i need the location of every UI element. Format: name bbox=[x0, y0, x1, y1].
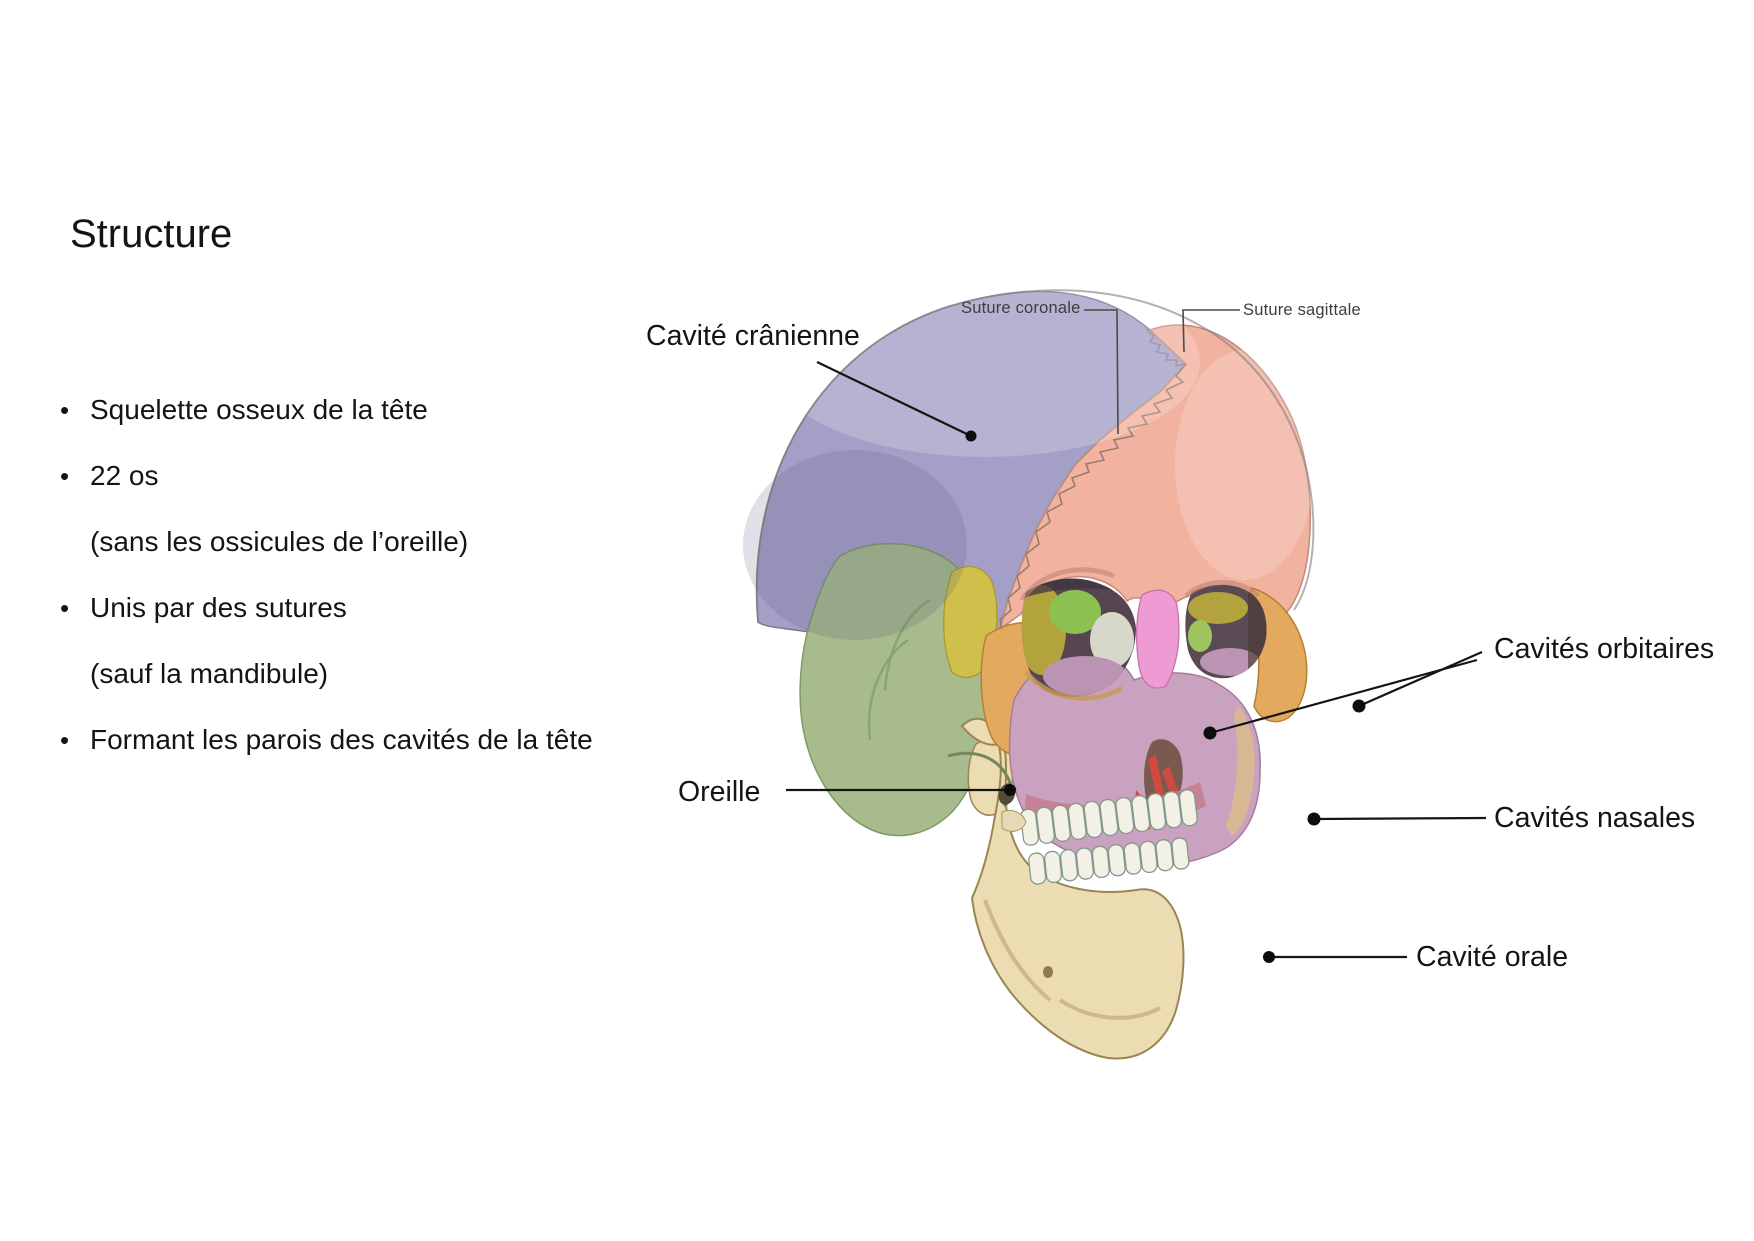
dot-nasales bbox=[1307, 812, 1321, 826]
brow-ridges bbox=[1019, 567, 1260, 602]
label-cavites-orbitaires: Cavités orbitaires bbox=[1494, 633, 1715, 665]
mental-foramen bbox=[1043, 966, 1053, 978]
label-cavite-cranienne: Cavité crânienne bbox=[646, 320, 860, 352]
list-item: 22 os bbox=[48, 443, 708, 509]
leader-cavite-cranienne bbox=[816, 361, 972, 437]
dot-oreille bbox=[1004, 784, 1016, 796]
leader-suture-sagittale bbox=[1182, 309, 1240, 353]
list-item: (sauf la mandibule) bbox=[90, 658, 329, 689]
dot-orbitaire-right bbox=[1352, 699, 1366, 713]
left-orbit bbox=[1021, 578, 1136, 701]
dome-highlight bbox=[770, 267, 1200, 457]
list-item: Formant les parois des cavités de la têt… bbox=[48, 707, 708, 773]
bullet-list: Squelette osseux de la tête 22 os (sans … bbox=[48, 377, 708, 773]
dot-cavite-cranienne bbox=[965, 430, 977, 442]
mandible-shading bbox=[983, 899, 1161, 1020]
frontal-highlight bbox=[1175, 350, 1315, 580]
leader-orbitaires-1 bbox=[1358, 650, 1483, 708]
label-oreille: Oreille bbox=[678, 776, 761, 808]
coronal-suture bbox=[999, 363, 1187, 630]
tympanic-part bbox=[1001, 809, 1027, 832]
dome-outline bbox=[755, 289, 1315, 623]
page-title: Structure bbox=[70, 212, 233, 256]
list-item: Unis par des sutures bbox=[48, 575, 708, 641]
sagittal-suture bbox=[1145, 328, 1187, 368]
right-orbit bbox=[1185, 584, 1267, 679]
annotation-lines bbox=[786, 361, 1487, 959]
maxilla-cheek-tan bbox=[1226, 706, 1255, 836]
label-suture-coronale: Suture coronale bbox=[961, 299, 1081, 317]
suture-leader-lines bbox=[1084, 309, 1240, 435]
list-item: (sans les ossicules de l’oreille) bbox=[90, 526, 469, 557]
ear-region bbox=[947, 751, 1027, 832]
leader-suture-coronale bbox=[1084, 309, 1119, 435]
leader-nasales bbox=[1313, 816, 1487, 821]
list-item: Squelette osseux de la tête bbox=[48, 377, 708, 443]
skull-illustration bbox=[743, 267, 1315, 1060]
orbit-rim-under-left bbox=[1024, 670, 1124, 701]
label-cavites-nasales: Cavités nasales bbox=[1494, 802, 1696, 834]
annotation-dots bbox=[965, 430, 1366, 963]
leader-orbitaires-2 bbox=[1209, 658, 1478, 735]
dot-orale bbox=[1263, 951, 1275, 963]
nasal-bone bbox=[1135, 589, 1180, 689]
temporal-fold-lines bbox=[867, 598, 931, 741]
dot-orbitaire-left bbox=[1203, 726, 1217, 740]
label-suture-sagittale: Suture sagittale bbox=[1243, 301, 1361, 319]
dome-shadow bbox=[743, 450, 967, 640]
label-cavite-orale: Cavité orale bbox=[1416, 941, 1569, 973]
